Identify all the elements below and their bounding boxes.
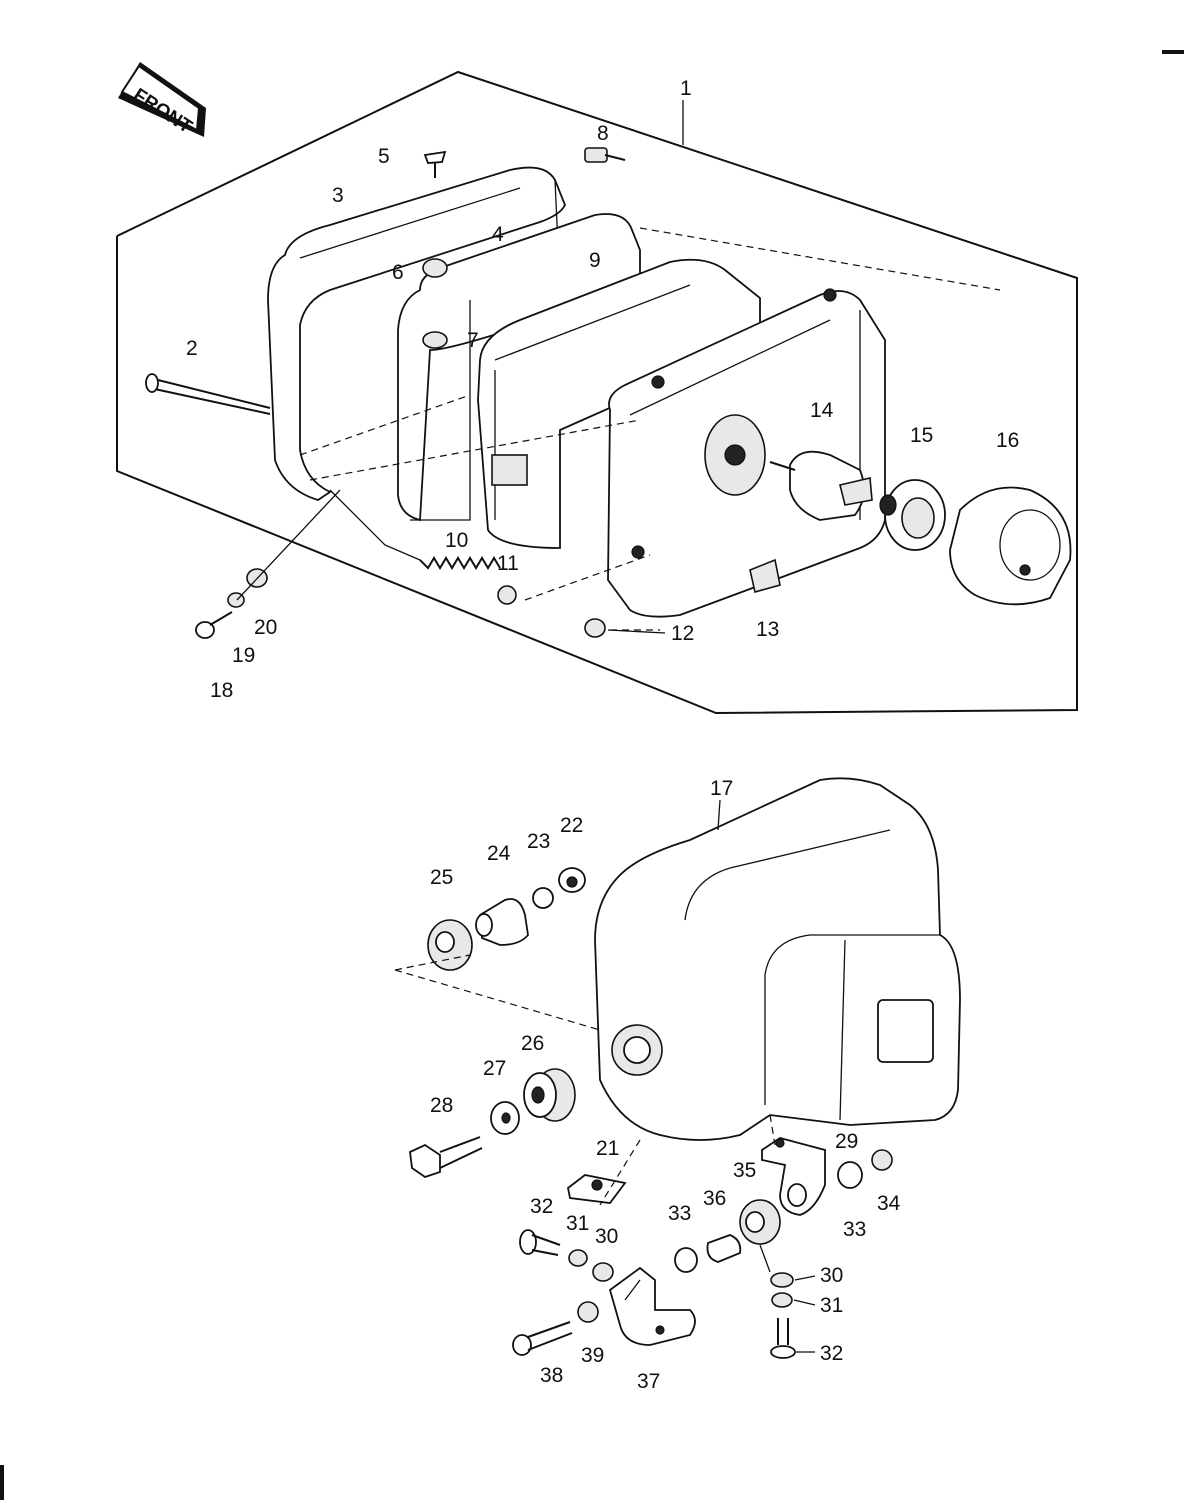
part-33-washer-left [674, 1247, 698, 1273]
callout-2: 2 [186, 337, 198, 360]
part-37-mounting-bracket [608, 1266, 696, 1346]
part-6-grommet [422, 258, 448, 278]
assembly-1-leader-lines [236, 100, 1001, 631]
callout-20: 20 [254, 616, 277, 639]
part-8-screw [584, 147, 626, 163]
part-29-bracket [761, 1137, 826, 1216]
callout-31-right: 31 [820, 1294, 843, 1317]
callout-23: 23 [527, 830, 550, 853]
callout-37: 37 [637, 1370, 660, 1393]
assembly-1-frame [116, 70, 1078, 715]
callout-33-right: 33 [843, 1218, 866, 1241]
callout-31-left: 31 [566, 1212, 589, 1235]
callout-30-left: 30 [595, 1225, 618, 1248]
callout-8: 8 [597, 122, 609, 145]
callout-9: 9 [589, 249, 601, 272]
callout-4: 4 [492, 223, 504, 246]
part-18-bolt [195, 611, 233, 639]
part-33-washer-right [837, 1161, 863, 1189]
part-10-spring [419, 556, 501, 570]
callout-26: 26 [521, 1032, 544, 1055]
callout-34: 34 [877, 1192, 901, 1215]
callout-38: 38 [540, 1364, 563, 1387]
part-7-nut [422, 331, 448, 349]
part-39-washer [577, 1301, 599, 1323]
callout-3: 3 [332, 184, 344, 207]
part-32-bolt-right [770, 1318, 796, 1359]
part-27-washer [490, 1101, 520, 1135]
callout-32-right: 32 [820, 1342, 843, 1365]
callout-22: 22 [560, 814, 583, 837]
part-36-collar [706, 1234, 742, 1263]
part-34-nut [871, 1149, 893, 1171]
part-17-headlight-casing [594, 777, 961, 1141]
callout-36: 36 [703, 1187, 726, 1210]
callout-13: 13 [756, 618, 779, 641]
part-12-nut [584, 618, 606, 638]
callout-10: 10 [445, 529, 468, 552]
callout-25: 25 [430, 866, 453, 889]
callout-32-left: 32 [530, 1195, 553, 1218]
front-direction-arrow-icon: FRONT [118, 62, 206, 138]
part-5-screw [423, 150, 447, 178]
callout-6: 6 [392, 261, 404, 284]
part-35-rubber-grommet [739, 1199, 781, 1245]
part-15-socket-ring [879, 479, 946, 551]
page-edge-mark-bottom-left [0, 1465, 4, 1500]
callout-33-left: 33 [668, 1202, 691, 1225]
callout-28: 28 [430, 1094, 453, 1117]
callout-labels: 1 2 3 4 5 6 7 8 9 10 11 12 13 14 15 16 1… [186, 77, 1019, 1393]
callout-1: 1 [680, 77, 692, 100]
part-32-bolt-left [519, 1229, 561, 1256]
part-9-sealed-beam-unit [477, 258, 761, 549]
callout-12: 12 [671, 622, 694, 645]
part-11-nut [497, 585, 517, 605]
callout-19: 19 [232, 644, 255, 667]
callout-29: 29 [835, 1130, 858, 1153]
callout-16: 16 [996, 429, 1019, 452]
part-22-nut [558, 867, 586, 893]
callout-21: 21 [596, 1137, 619, 1160]
part-25-rubber-damper [427, 919, 473, 971]
part-16-dust-cover [949, 486, 1072, 606]
assembly-2-leader-lines [394, 799, 776, 1273]
page-edge-mark-top-right [1162, 50, 1184, 54]
callout-5: 5 [378, 145, 390, 168]
callout-17: 17 [710, 777, 733, 800]
part-2-adjusting-screw [145, 373, 271, 415]
callout-39: 39 [581, 1344, 604, 1367]
part-26-rubber-bushing [523, 1068, 576, 1122]
part-14-bulb [769, 450, 873, 521]
callout-7: 7 [467, 329, 479, 352]
callout-18: 18 [210, 679, 233, 702]
part-28-bolt [409, 1136, 483, 1178]
part-31-lock-washer-left [568, 1249, 588, 1267]
part-24-collar [475, 898, 529, 946]
callout-leader-ticks [607, 629, 816, 1353]
callout-11: 11 [497, 552, 519, 575]
callout-35: 35 [733, 1159, 756, 1182]
part-30-washer-right [770, 1272, 794, 1288]
callout-24: 24 [487, 842, 511, 865]
callout-15: 15 [910, 424, 933, 447]
callout-30-right: 30 [820, 1264, 843, 1287]
part-23-washer [532, 887, 554, 909]
part-21-bracket [567, 1174, 627, 1204]
part-38-bolt [512, 1321, 573, 1356]
part-30-washer-left [592, 1262, 614, 1282]
callout-14: 14 [810, 399, 834, 422]
callout-27: 27 [483, 1057, 506, 1080]
part-31-lock-washer-right [771, 1292, 793, 1308]
